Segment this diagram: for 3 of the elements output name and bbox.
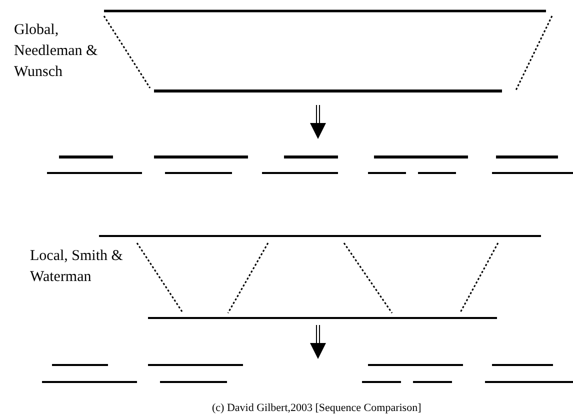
method-label: Local, Smith & Waterman [30, 247, 124, 287]
copyright-caption: (c) David Gilbert,2003 [Sequence Comparison] [212, 402, 422, 415]
method-label: Global, Needleman & Wunsch [14, 21, 99, 82]
